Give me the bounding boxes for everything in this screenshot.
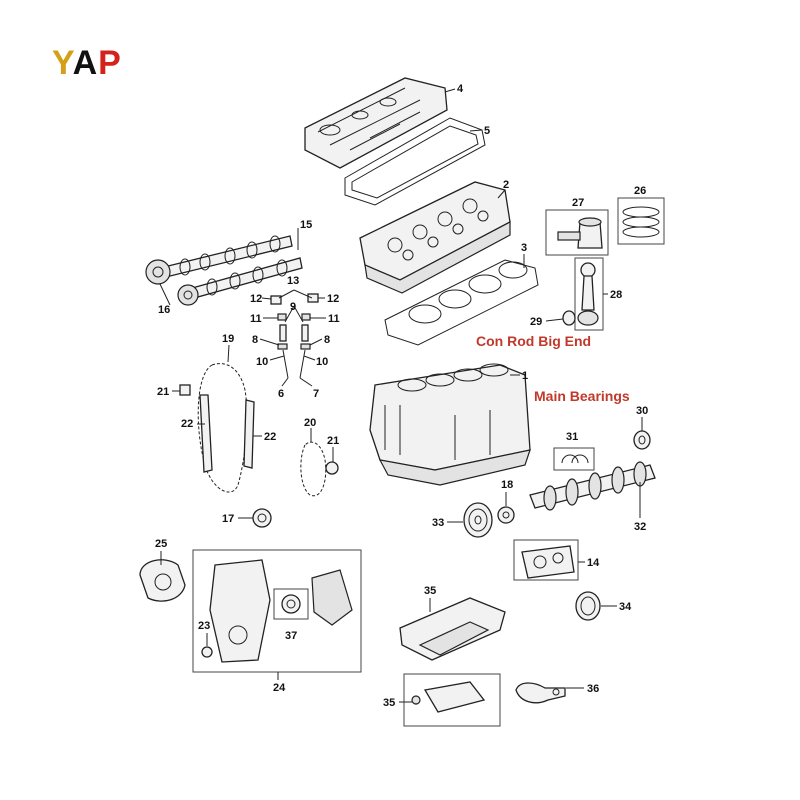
timing-chain	[197, 363, 248, 493]
label-2: 2	[503, 179, 509, 191]
label-21b: 21	[327, 435, 339, 447]
label-37: 37	[285, 630, 297, 642]
label-28: 28	[610, 289, 622, 301]
label-1: 1	[522, 370, 528, 382]
label-10b: 10	[316, 356, 328, 368]
label-6: 6	[278, 388, 284, 400]
main-bearings-callout: Main Bearings	[534, 388, 630, 404]
timing-cover	[192, 549, 362, 673]
seal-23	[201, 646, 213, 658]
cylinder-head	[359, 181, 511, 294]
valve-train	[270, 289, 319, 379]
connecting-rod	[574, 257, 604, 331]
head-gasket	[384, 259, 539, 346]
rear-main-seal	[575, 591, 601, 621]
label-5: 5	[484, 125, 490, 137]
label-15: 15	[300, 219, 312, 231]
chain-guides	[199, 394, 255, 473]
valve-cover-gasket	[344, 117, 486, 206]
label-23: 23	[198, 620, 210, 632]
label-10a: 10	[256, 356, 268, 368]
label-33: 33	[432, 517, 444, 529]
label-36: 36	[587, 683, 599, 695]
label-24: 24	[273, 682, 286, 694]
label-30: 30	[636, 405, 648, 417]
logo-letter-p: P	[98, 44, 122, 82]
label-20: 20	[304, 417, 316, 429]
front-seal-17	[252, 508, 272, 528]
label-13: 13	[287, 275, 299, 287]
label-35a: 35	[424, 585, 436, 597]
crank-sprocket	[497, 506, 515, 524]
thrust-washers	[553, 447, 595, 471]
camshafts	[145, 235, 303, 306]
label-4: 4	[457, 83, 464, 95]
label-22b: 22	[264, 431, 276, 443]
label-22a: 22	[181, 418, 193, 430]
piston	[545, 209, 609, 256]
label-7: 7	[313, 388, 319, 400]
label-9: 9	[290, 301, 296, 313]
label-19: 19	[222, 333, 234, 345]
oil-pump	[513, 539, 579, 581]
label-32: 32	[634, 521, 646, 533]
main-bearing-30	[633, 430, 651, 450]
label-18: 18	[501, 479, 513, 491]
valve-cover	[304, 77, 448, 169]
label-8b: 8	[324, 334, 330, 346]
label-3: 3	[521, 242, 527, 254]
label-31: 31	[566, 431, 578, 443]
label-34: 34	[619, 601, 632, 613]
label-16: 16	[158, 304, 170, 316]
label-21a: 21	[157, 386, 169, 398]
label-26: 26	[634, 185, 646, 197]
logo-letter-a: A	[72, 44, 99, 82]
tensioner-21	[325, 461, 339, 475]
oil-pickup	[515, 682, 566, 704]
rod-bearing-29	[562, 310, 576, 326]
engine-block	[369, 363, 531, 486]
brand-logo: YAP	[52, 44, 122, 83]
crank-pulley	[463, 502, 493, 538]
tensioner-bolt	[179, 384, 191, 396]
label-14: 14	[587, 557, 600, 569]
oil-pan	[399, 597, 506, 661]
label-11a: 11	[250, 313, 262, 325]
label-35b: 35	[383, 697, 395, 709]
label-17: 17	[222, 513, 234, 525]
label-12a: 12	[250, 293, 262, 305]
front-seal-37	[273, 588, 309, 620]
label-27: 27	[572, 197, 584, 209]
oil-pan-lower	[403, 673, 501, 727]
label-11b: 11	[328, 313, 340, 325]
piston-rings	[617, 197, 665, 245]
label-25: 25	[155, 538, 167, 550]
logo-letter-y: Y	[52, 44, 73, 82]
label-12b: 12	[327, 293, 339, 305]
crankshaft	[529, 461, 656, 511]
label-29: 29	[530, 316, 542, 328]
water-pump	[139, 559, 186, 602]
con-rod-big-end-callout: Con Rod Big End	[476, 333, 592, 349]
secondary-chain	[300, 441, 327, 497]
label-8a: 8	[252, 334, 258, 346]
